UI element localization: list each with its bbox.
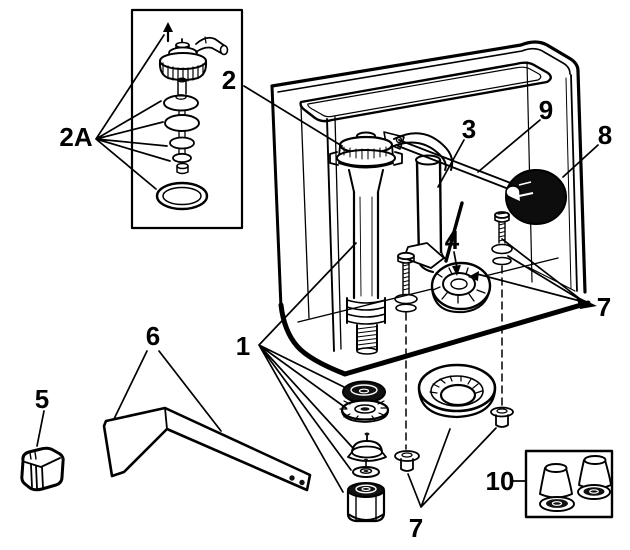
float-ball [505,169,567,225]
callout-part-4: 4 [445,225,460,255]
bumper-cube [20,446,65,492]
tank-bolt-nut-left [394,450,420,472]
leader-5 [36,410,45,447]
callout-part-8: 8 [598,120,612,150]
leader-3 [437,139,465,188]
spud-washer [417,363,497,419]
leader-9 [477,119,541,173]
callout-part-2: 2 [222,65,236,95]
tank-bolt-left [394,251,418,313]
callout-part-10: 10 [486,466,515,496]
bolt-axis-lines [405,265,503,450]
callout-part-7-right: 7 [597,292,611,322]
tank-bolt-right [491,211,513,266]
leader-2 [243,85,343,147]
tank [270,40,597,377]
callout-part-6: 6 [146,321,160,351]
fill-valve-mounting-stack [339,380,390,523]
callout-part-2a: 2A [59,122,92,152]
inset-box-10 [524,449,614,519]
callout-part-3: 3 [462,114,476,144]
callout-part-9: 9 [539,95,553,125]
leader-4 [453,251,458,269]
leader-7-bottom [407,427,497,508]
callout-part-7-bottom: 7 [409,513,423,543]
leader-7-right [476,238,585,303]
leader-1 [258,242,357,493]
leader-6 [113,350,222,432]
trip-lever-arm [102,406,312,492]
arrowhead-7 [468,271,479,281]
leader-lines [36,34,599,508]
tank-bolt-nut-right [490,406,514,428]
arrowhead-4 [452,265,461,276]
inset-box-2a [130,8,244,230]
float-rod [397,139,522,194]
callout-part-5: 5 [35,384,49,414]
callout-part-1: 1 [236,331,250,361]
leader-8 [562,144,599,178]
leader-2a [95,34,171,190]
fill-valve [329,131,454,355]
